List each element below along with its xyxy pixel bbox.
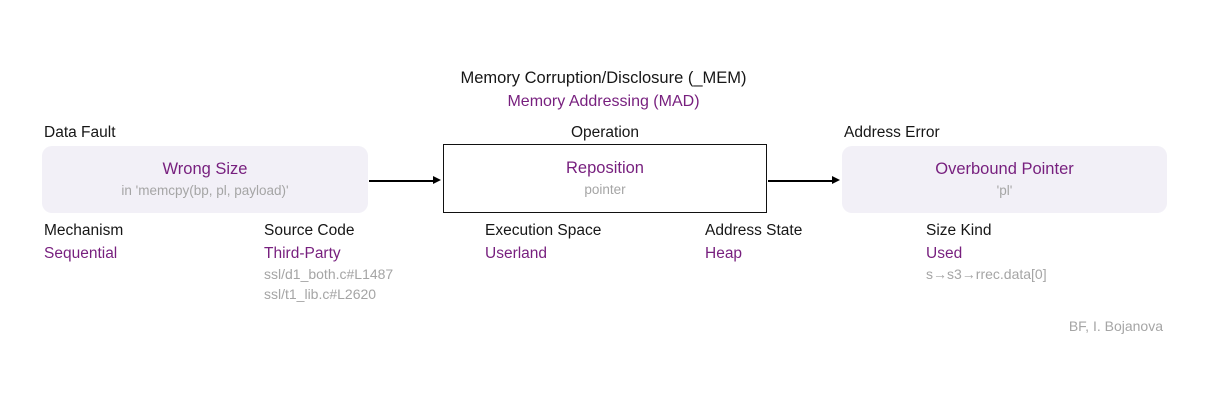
data-fault-box: Wrong Size in 'memcpy(bp, pl, payload)'	[42, 146, 368, 213]
operation-box: Reposition pointer	[443, 144, 767, 213]
attribute-size-kind: Size Kind Used s→s3→rrec.data[0]	[926, 219, 1047, 284]
attribute-address-state: Address State Heap	[705, 219, 802, 264]
operation-detail: pointer	[584, 182, 626, 197]
attribute-label: Source Code	[264, 222, 355, 239]
arrow-head-icon	[433, 176, 441, 185]
arrow-line	[369, 180, 434, 182]
attribute-execution-space: Execution Space Userland	[485, 219, 601, 264]
attribute-note: ssl/d1_both.c#L1487	[264, 266, 394, 282]
address-error-detail: 'pl'	[996, 183, 1013, 198]
arrow-operation-to-error	[768, 175, 840, 187]
stage-label-operation: Operation	[570, 124, 640, 141]
attribute-note: ssl/t1_lib.c#L2620	[264, 286, 377, 302]
attribute-label: Mechanism	[44, 222, 124, 239]
data-fault-name: Wrong Size	[162, 160, 248, 178]
address-error-box: Overbound Pointer 'pl'	[842, 146, 1167, 213]
attribute-note: s→s3→rrec.data[0]	[926, 266, 1047, 282]
operation-name: Reposition	[566, 159, 644, 177]
attribute-label: Address State	[705, 222, 803, 239]
stage-label-address-error: Address Error	[844, 124, 940, 141]
attribute-value: Heap	[705, 245, 743, 262]
attribute-label: Execution Space	[485, 222, 602, 239]
attribute-value: Sequential	[44, 245, 118, 262]
diagram-subtitle: Memory Addressing (MAD)	[507, 93, 700, 110]
address-error-name: Overbound Pointer	[935, 160, 1074, 178]
attribute-value: Third-Party	[264, 245, 341, 262]
arrow-line	[768, 180, 833, 182]
stage-label-data-fault: Data Fault	[44, 124, 116, 141]
attribute-label: Size Kind	[926, 222, 992, 239]
attribute-source-code: Source Code Third-Party ssl/d1_both.c#L1…	[264, 219, 393, 304]
arrow-fault-to-operation	[369, 175, 441, 187]
arrow-head-icon	[832, 176, 840, 185]
credit-text: BF, I. Bojanova	[1068, 318, 1163, 334]
diagram-title: Memory Corruption/Disclosure (_MEM)	[460, 69, 747, 87]
attribute-mechanism: Mechanism Sequential	[44, 219, 123, 264]
data-fault-detail: in 'memcpy(bp, pl, payload)'	[121, 183, 289, 198]
attribute-value: Used	[926, 245, 963, 262]
attribute-value: Userland	[485, 245, 548, 262]
